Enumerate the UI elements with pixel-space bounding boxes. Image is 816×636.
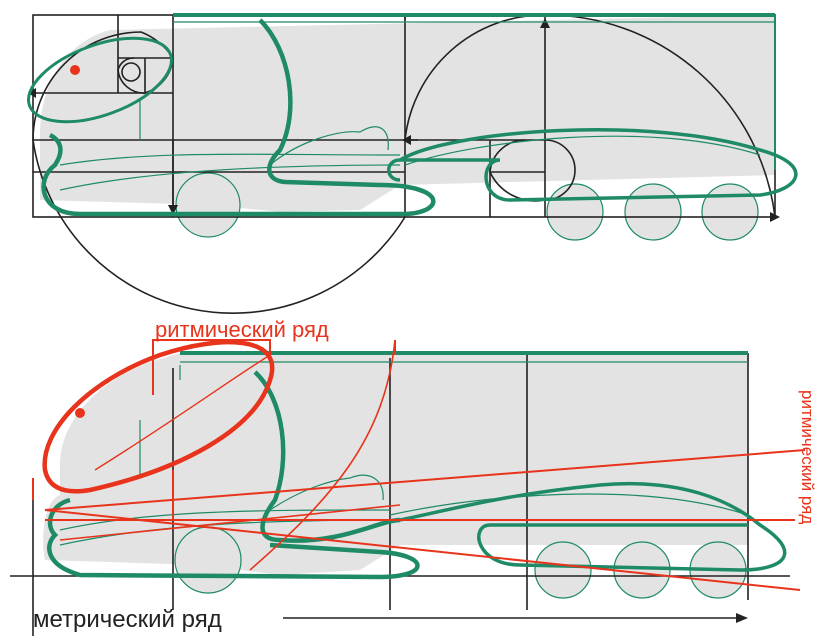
bottom-diagram: ритмический ряд ритмический ряд метричес… xyxy=(10,317,816,636)
top-wheel-1 xyxy=(175,172,241,238)
top-wheel-2 xyxy=(546,183,604,241)
top-diagram xyxy=(27,13,798,314)
bottom-wheel-2 xyxy=(534,541,592,599)
top-wheel-3 xyxy=(624,183,682,241)
rhythm-bracket xyxy=(152,339,271,395)
rhythmic-row-label-top: ритмический ряд xyxy=(155,317,329,342)
top-wheel-4 xyxy=(701,183,759,241)
bottom-rhythm-lines xyxy=(32,339,806,591)
bottom-red-dot xyxy=(75,408,85,418)
metric-row-label: метрический ряд xyxy=(33,606,222,633)
head-ellipse xyxy=(42,340,275,494)
top-body-fill xyxy=(40,15,775,212)
bottom-wheel-1 xyxy=(174,526,242,594)
rhythmic-row-label-side: ритмический ряд xyxy=(798,390,816,524)
metric-arrow xyxy=(283,613,748,623)
bottom-wheel-3 xyxy=(613,541,671,599)
top-red-dot xyxy=(70,65,80,75)
top-profile-lines xyxy=(27,13,798,217)
